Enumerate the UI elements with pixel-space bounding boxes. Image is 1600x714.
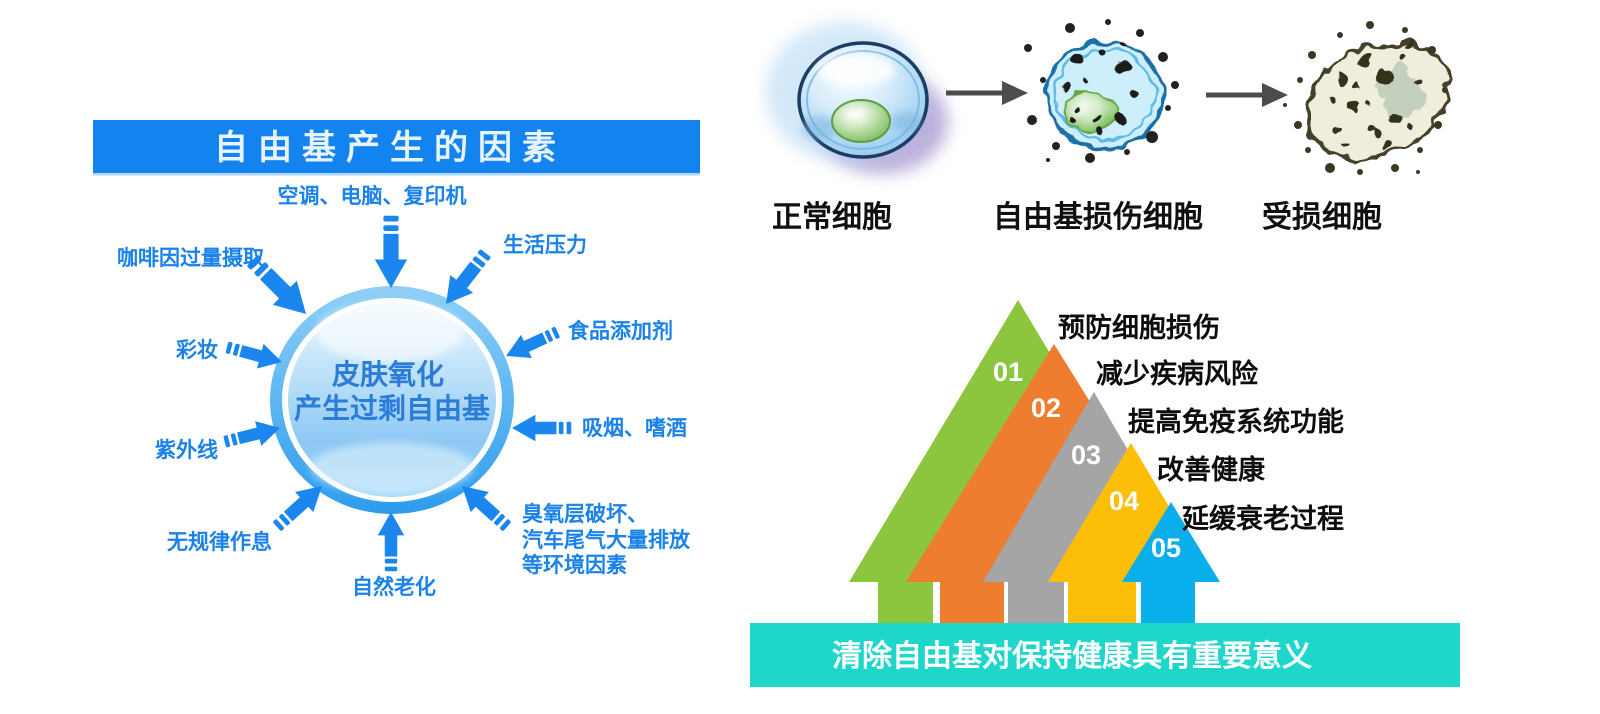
- stage2-label: 自由基损伤细胞: [993, 201, 1203, 234]
- destroyed-cell-illustration: [1283, 21, 1451, 175]
- cell-stage-labels: 正常细胞 自由基损伤细胞 受损细胞: [772, 201, 1382, 234]
- factors-diagram: 自由基产生的因素 皮肤氧化 产生过剩自由基 空调、电脑、复印机: [93, 120, 700, 599]
- factor-upper-left: 咖啡因过量摄取: [117, 246, 264, 270]
- step-label-03: 提高免疫系统功能: [1128, 406, 1344, 437]
- sphere-text-line2: 产生过剩自由基: [294, 393, 490, 424]
- banner-text: 清除自由基对保持健康具有重要意义: [832, 639, 1312, 673]
- sphere-center: 皮肤氧化 产生过剩自由基: [270, 286, 514, 514]
- factor-lower-right-line1: 臭氧层破坏、: [522, 502, 648, 526]
- arrow-right: [500, 320, 564, 368]
- factor-lower-right-line3: 等环境因素: [522, 553, 627, 577]
- destroyed-cell-outer-spots: [1283, 21, 1448, 175]
- arrow-top: [374, 215, 408, 288]
- factor-right: 食品添加剂: [568, 319, 673, 343]
- step-number-02: 02: [1031, 393, 1061, 423]
- factor-labels: 空调、电脑、复印机 咖啡因过量摄取 生活压力 彩妆 食品添加剂 紫外线 吸烟、嗜…: [117, 184, 691, 599]
- step-number-03: 03: [1071, 440, 1101, 470]
- factor-lower-right-line2: 汽车尾气大量排放: [522, 528, 691, 552]
- damaged-cell-inner-specks: [1060, 42, 1139, 136]
- factor-bottom: 自然老化: [352, 575, 436, 599]
- step-label-02: 减少疾病风险: [1096, 358, 1259, 389]
- normal-cell-highlight: [818, 54, 894, 86]
- benefit-step-labels: 预防细胞损伤 减少疾病风险 提高免疫系统功能 改善健康 延缓衰老过程: [1058, 312, 1344, 534]
- sphere-highlight: [316, 302, 464, 362]
- factor-left: 彩妆: [175, 338, 218, 362]
- destroyed-cell-inner-spots: [1326, 42, 1421, 149]
- normal-cell-shade-right: [891, 112, 921, 132]
- benefit-step-numbers: 01 02 03 04 05: [993, 357, 1181, 563]
- transition-arrow-1: [946, 81, 1028, 105]
- stage3-label: 受损细胞: [1262, 201, 1382, 234]
- sphere-text-line1: 皮肤氧化: [332, 359, 444, 390]
- factors-title: 自由基产生的因素: [214, 129, 566, 167]
- damaged-cell-nucleus: [1062, 91, 1118, 133]
- step-label-05: 延缓衰老过程: [1181, 503, 1344, 534]
- damaged-cell-outer-specks: [1024, 19, 1179, 163]
- normal-cell-shade-left: [802, 116, 838, 140]
- banner-bar: [750, 623, 1460, 687]
- factors-header-bar: [93, 120, 700, 175]
- factor-lower-left: 无规律作息: [167, 530, 272, 554]
- step-number-01: 01: [993, 357, 1023, 387]
- benefits-chart: 01 02 03 04 05 预防细胞损伤 减少疾病风险 提高免疫系统功能 改善…: [750, 300, 1460, 687]
- sphere-bottom-glow: [310, 442, 474, 494]
- destroyed-cell-body: [1305, 39, 1451, 161]
- normal-cell-nucleus: [831, 99, 891, 143]
- step-label-01: 预防细胞损伤: [1058, 312, 1220, 343]
- cell-sequence: 正常细胞 自由基损伤细胞 受损细胞: [765, 19, 1451, 234]
- factors-header-underline: [93, 173, 700, 176]
- normal-cell-nucleus-highlight: [843, 108, 867, 120]
- step-label-04: 改善健康: [1157, 454, 1266, 485]
- damaged-cell-illustration: [1024, 19, 1179, 163]
- step-number-05: 05: [1151, 533, 1181, 563]
- normal-cell-illustration: [765, 22, 948, 174]
- benefit-arrow-05: [1122, 502, 1220, 625]
- factor-mid-left: 紫外线: [155, 438, 218, 462]
- factor-upper-right: 生活压力: [503, 233, 587, 257]
- normal-cell-inner-membrane: [806, 50, 920, 150]
- factor-mid-right: 吸烟、嗜酒: [582, 416, 687, 440]
- arrow-mid-right: [512, 414, 572, 442]
- factor-top: 空调、电脑、复印机: [278, 184, 467, 208]
- step-number-04: 04: [1109, 486, 1139, 516]
- stage1-label: 正常细胞: [772, 201, 892, 234]
- arrow-bottom: [377, 512, 405, 572]
- transition-arrow-2: [1206, 83, 1288, 107]
